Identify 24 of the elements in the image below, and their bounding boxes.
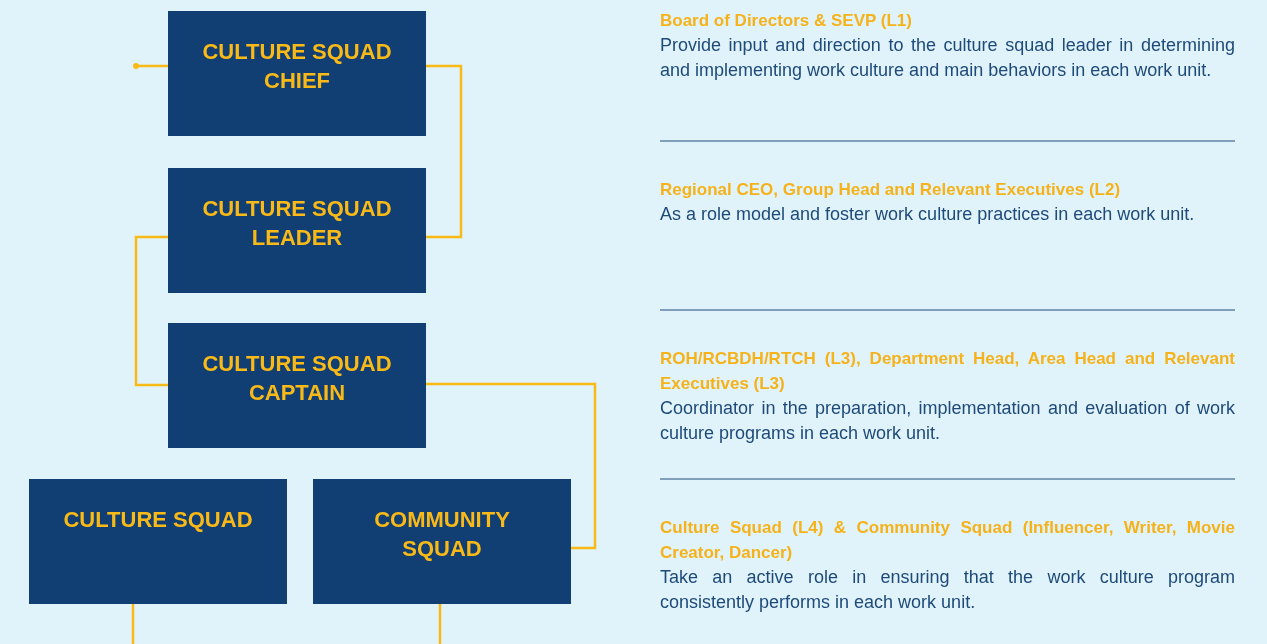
role-title: CULTURE SQUAD CHIEF (202, 38, 392, 95)
level-heading: Regional CEO, Group Head and Relevant Executives (L2) (660, 179, 1122, 201)
level-description: As a role model and foster work culture practices in each work unit. (660, 203, 1196, 226)
connector-line (426, 382, 597, 550)
level-heading: Board of Directors & SEVP (L1) (660, 10, 913, 32)
role-box (313, 479, 571, 604)
level-heading: ROH/RCBDH/RTCH (L3), Department Head, Area Head and Relevant Executives (L3) (660, 348, 1235, 395)
level-description: Take an active role in ensuring that the work culture program consistently performs in each work unit. (660, 566, 1235, 614)
role-box (168, 323, 426, 448)
role-title: CULTURE SQUAD LEADER (202, 195, 392, 252)
role-title: CULTURE SQUAD CAPTAIN (202, 350, 392, 407)
level-description: Coordinator in the preparation, implementation and evaluation of work culture programs in each work unit. (660, 397, 1235, 445)
level-description: Provide input and direction to the culture squad leader in determining and implementing work culture and main behaviors in each work unit. (660, 34, 1235, 82)
connector-line (133, 63, 168, 69)
connector-line (134, 235, 168, 387)
connector-line (438, 604, 442, 644)
connector-line (131, 604, 135, 644)
role-box (168, 168, 426, 293)
role-title: COMMUNITY SQUAD (373, 506, 511, 563)
role-box (168, 11, 426, 136)
connector-line (426, 64, 463, 239)
role-box (29, 479, 287, 604)
role-title: CULTURE SQUAD (63, 506, 253, 534)
level-heading: Culture Squad (L4) & Community Squad (Influencer, Writer, Movie Creator, Dancer) (660, 517, 1235, 564)
